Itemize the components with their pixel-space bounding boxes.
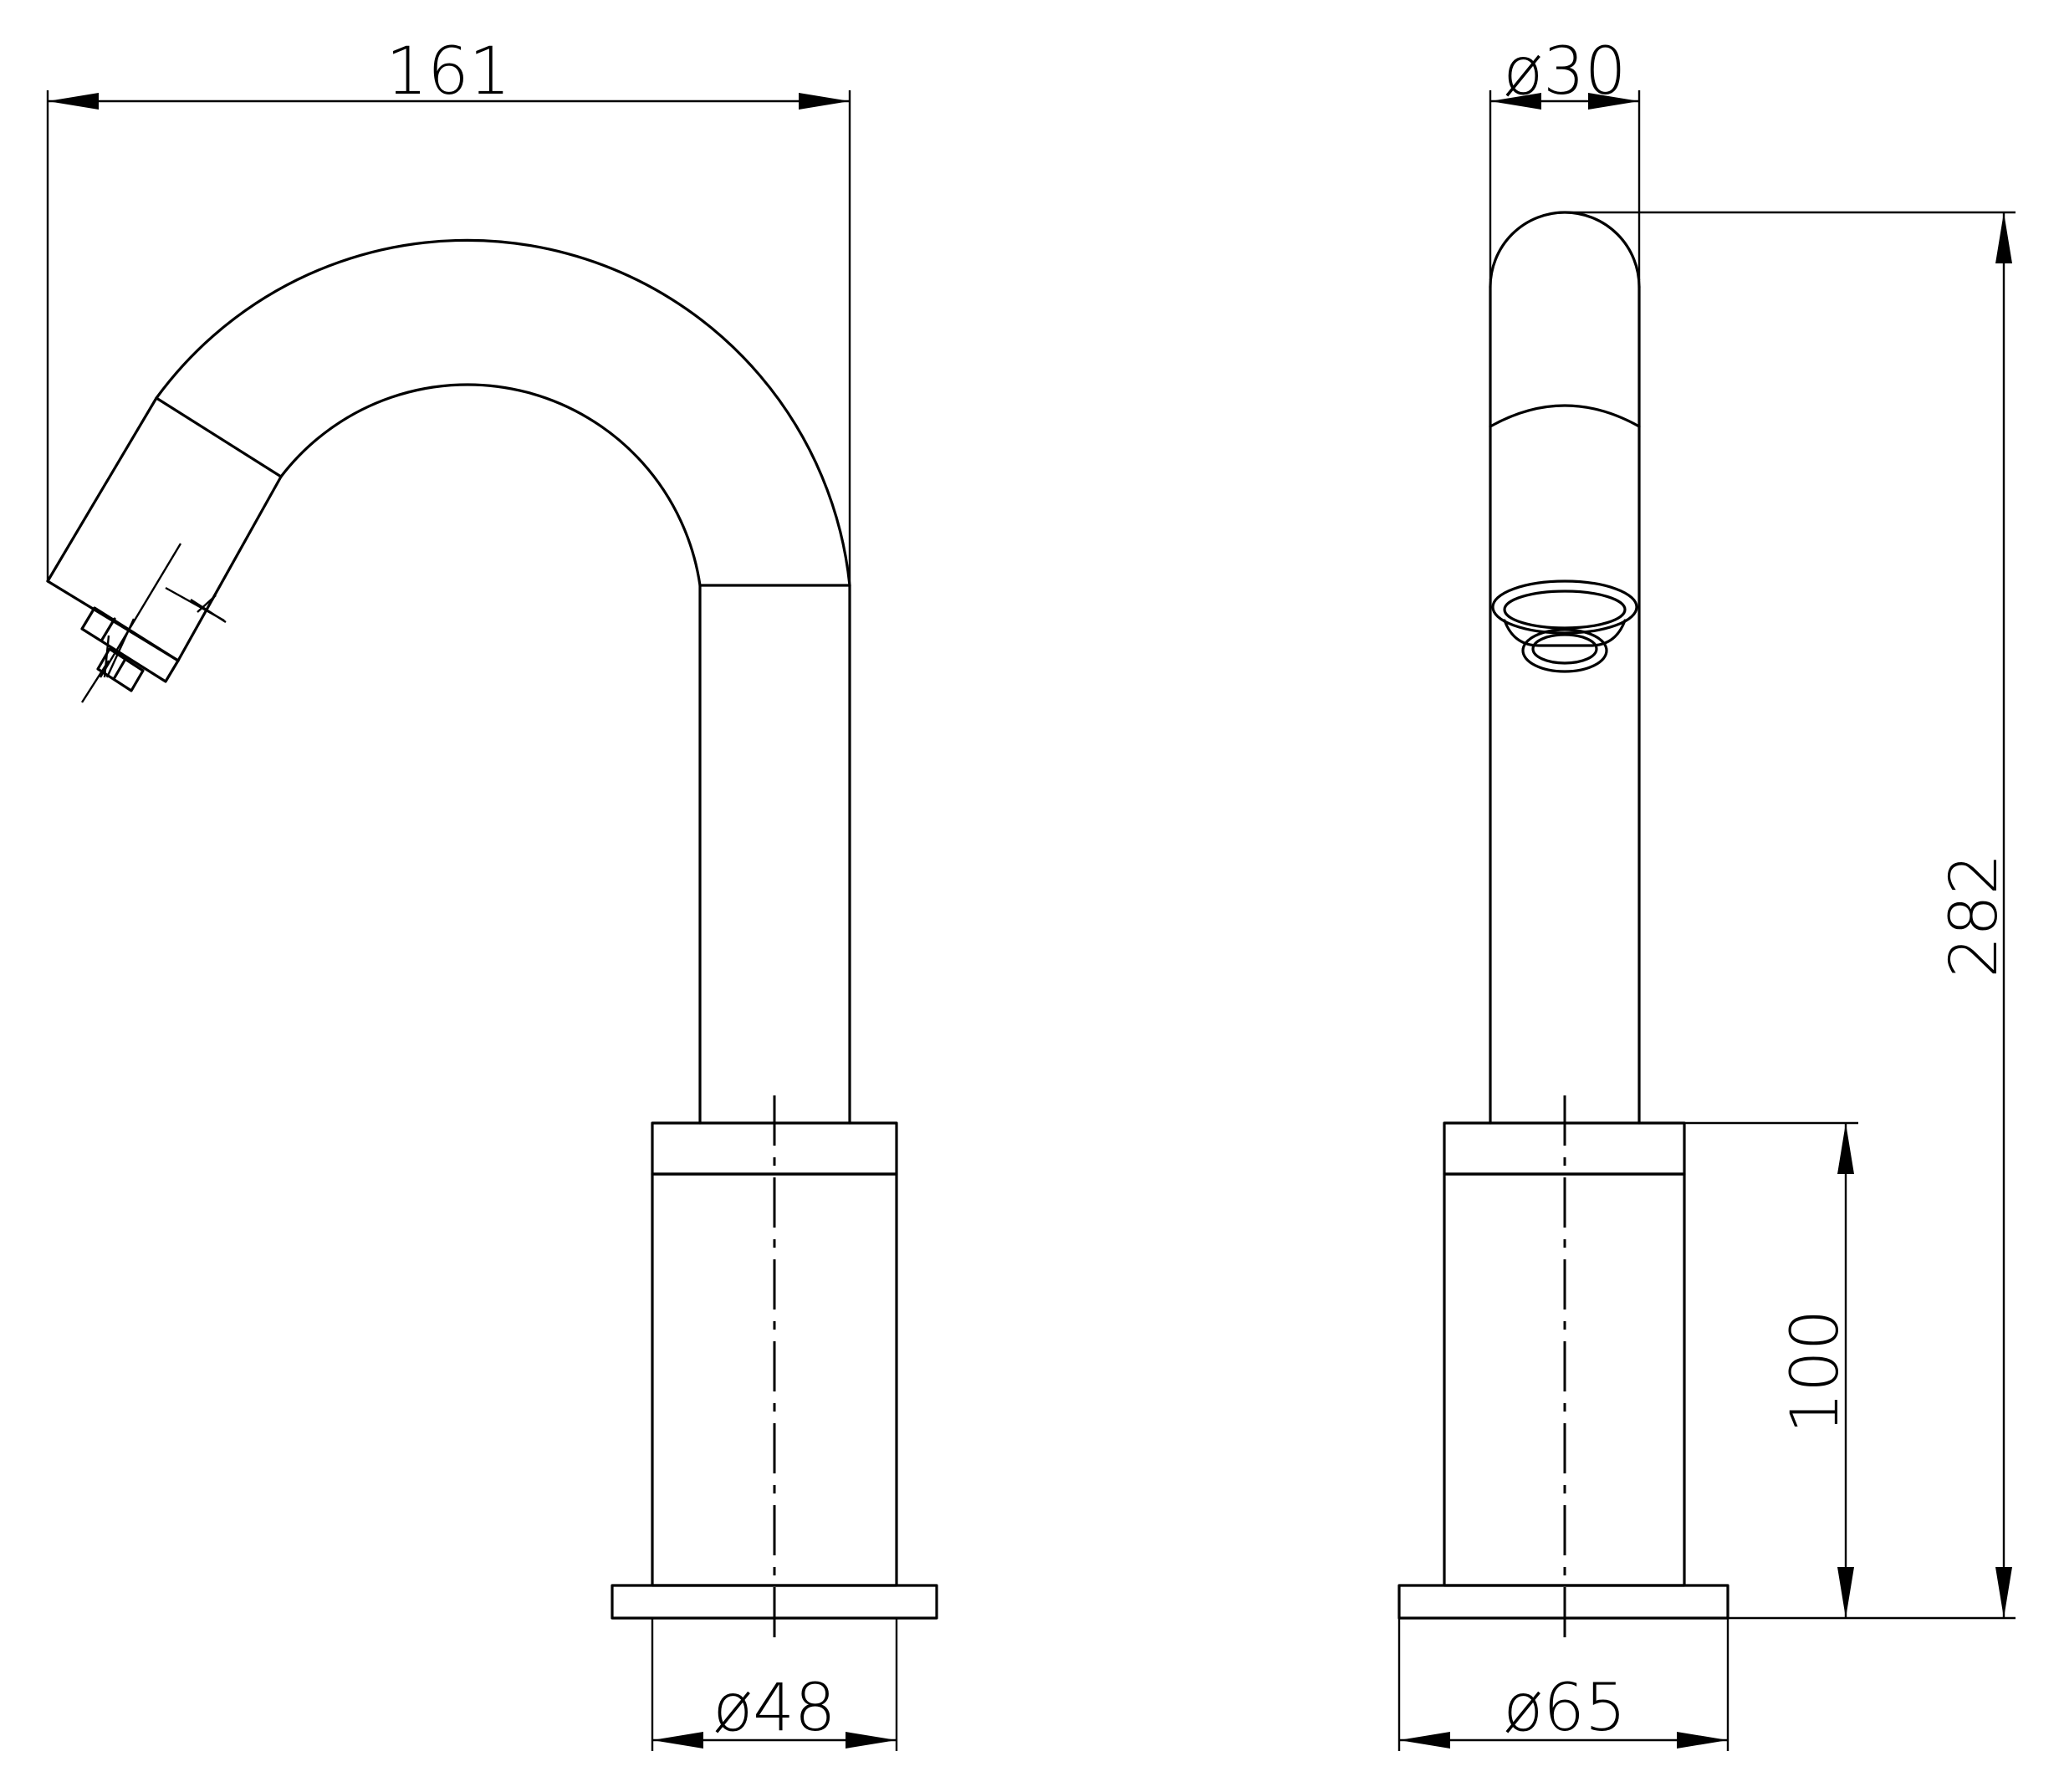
height-arrow-bottom [1995,1567,2012,1618]
outlet-body [1503,619,1627,647]
reach-arrow-left [48,93,99,110]
reach-arrow-right [799,93,850,110]
spout-dia-arrow-left [1490,93,1541,110]
nozzle-centre-axis [99,543,182,678]
height-arrow-top [1995,212,2012,263]
outlet-flange-inner [1503,590,1627,630]
base-dia-arrow-right [1677,1732,1728,1749]
front-view: ø30 282 100 ø65 [1397,34,2016,1751]
nozzle-outer-edge [46,396,158,583]
nozzle-inner-edge [176,475,283,662]
base-dia-arrow-left [1399,1732,1450,1749]
body-dia-label: ø48 [713,1671,836,1746]
sensor-tick-3 [197,595,217,613]
aerator-tip-detail [112,657,127,681]
body-dia-arrow-left [652,1732,703,1749]
spout-outer-curve [155,238,851,587]
spout-front-top [1489,211,1641,288]
nozzle-centre-axis-lower [80,660,110,703]
reach-dimension-label: 161 [386,34,511,110]
base-dia-label: ø65 [1504,1671,1627,1746]
sensor-tick-2 [190,598,227,624]
side-view: 161 ø48 [46,34,938,1751]
body-height-arrow-bottom [1837,1567,1854,1618]
spout-dia-label: ø30 [1504,34,1627,110]
outlet-flange-outer [1491,579,1638,635]
height-dimension-label: 282 [1937,854,2012,978]
body-height-label: 100 [1778,1310,1853,1434]
spout-front-band [1489,404,1641,428]
body-dia-arrow-right [846,1732,897,1749]
body-height-arrow-top [1837,1123,1854,1174]
aerator-outer [1521,628,1608,673]
nozzle-collar-line [155,396,283,478]
spout-dia-arrow-right [1588,93,1639,110]
aerator-body [80,606,180,683]
spout-inner-curve [279,383,702,587]
aerator-inner [1531,633,1598,665]
aerator-tip [96,647,145,692]
aerator-ring [100,617,116,641]
